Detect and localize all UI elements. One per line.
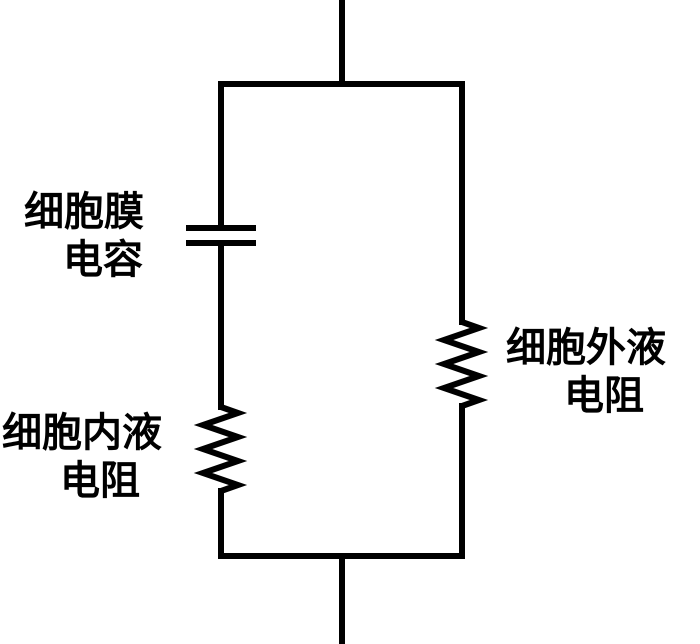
capacitor-label-line2: 电容 — [63, 237, 143, 283]
intracellular-resistor-label-line2: 电阻 — [60, 458, 140, 504]
extracellular-resistor-label-line1: 细胞外液 — [506, 325, 666, 371]
extracellular-resistor-label-line2: 电阻 — [564, 373, 644, 419]
capacitor-label-line1: 细胞膜 — [24, 189, 144, 235]
intracellular-resistor — [193, 404, 248, 494]
intracellular-resistor-label-line1: 细胞内液 — [2, 410, 162, 456]
extracellular-resistor — [434, 319, 489, 409]
